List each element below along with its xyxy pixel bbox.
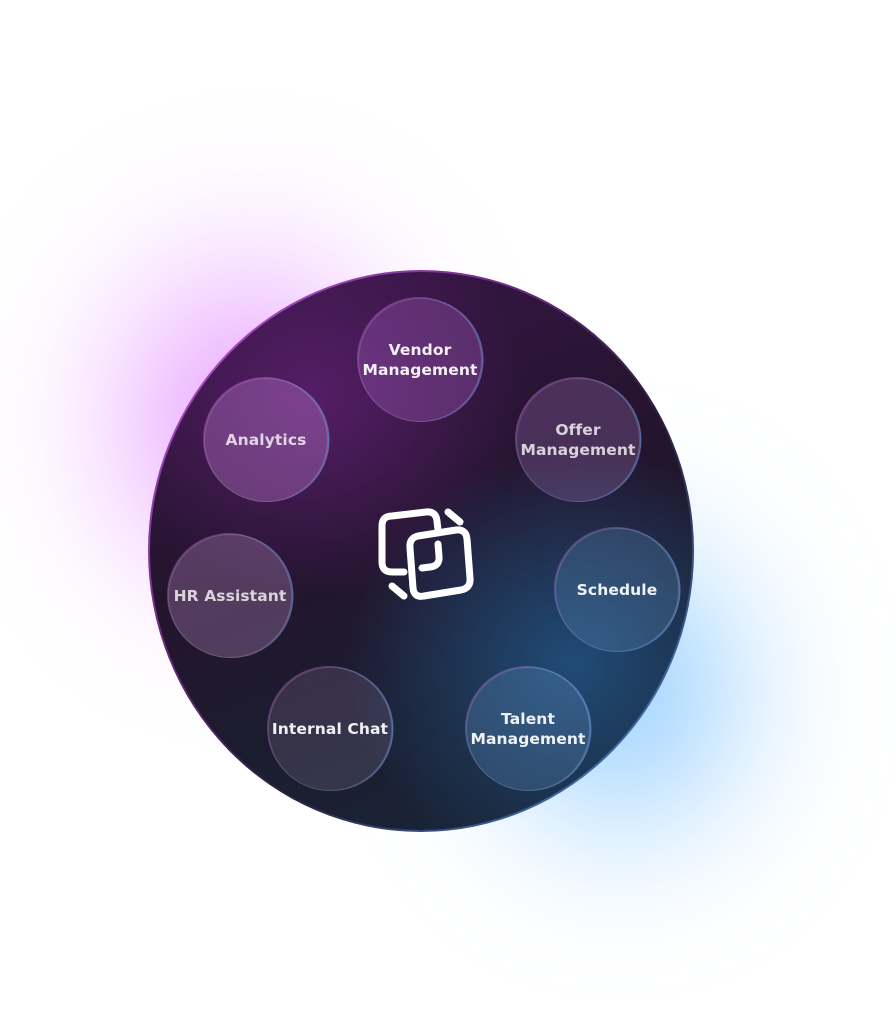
module-label: Schedule: [576, 581, 658, 599]
module-talent-management[interactable]: Talent Management: [466, 667, 590, 791]
module-label: Offer Management: [520, 421, 636, 459]
module-internal-chat[interactable]: Internal Chat: [268, 667, 392, 791]
module-hr-assistant[interactable]: HR Assistant: [168, 534, 292, 658]
module-label: Vendor Management: [362, 341, 478, 379]
module-label: Talent Management: [470, 710, 586, 748]
module-schedule[interactable]: Schedule: [555, 528, 679, 652]
module-analytics[interactable]: Analytics: [204, 378, 328, 502]
module-label: Internal Chat: [271, 720, 389, 738]
module-label: HR Assistant: [173, 587, 287, 605]
interlinked-squares-logo-icon: [378, 508, 474, 600]
module-label: Analytics: [225, 431, 307, 449]
module-vendor-management[interactable]: Vendor Management: [358, 298, 482, 422]
module-offer-management[interactable]: Offer Management: [516, 378, 640, 502]
